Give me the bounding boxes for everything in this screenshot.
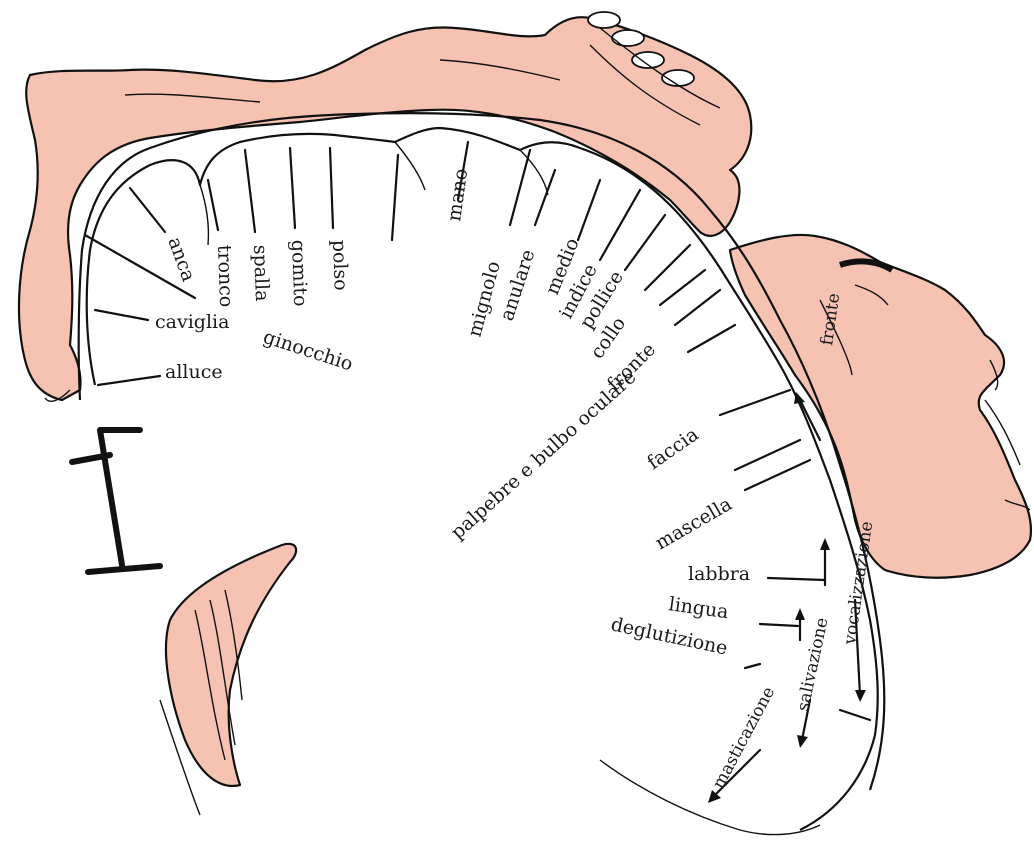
label-mignolo: mignolo xyxy=(464,259,505,340)
label-anulare: anulare xyxy=(496,247,540,324)
label-palpebre: palpebre e bulbo oculare xyxy=(447,366,641,544)
label-tronco: tronco xyxy=(213,244,237,307)
label-mano: mano xyxy=(443,167,472,223)
homunculus-face xyxy=(730,235,1031,578)
label-gomito: gomito xyxy=(287,239,311,307)
label-masticazione: masticazione xyxy=(709,684,779,793)
label-mascella: mascella xyxy=(652,493,736,554)
label-polso: polso xyxy=(328,239,352,291)
label-alluce: alluce xyxy=(165,361,223,383)
insula-slice xyxy=(160,544,296,815)
scale-bar-icon xyxy=(72,430,160,572)
label-anca: anca xyxy=(163,234,199,284)
label-labbra: labbra xyxy=(688,563,750,585)
label-lingua: lingua xyxy=(667,593,730,623)
label-spalla: spalla xyxy=(249,244,273,301)
label-faccia: faccia xyxy=(643,423,702,474)
face-shape xyxy=(730,235,1031,578)
label-caviglia: caviglia xyxy=(155,311,229,333)
label-ginocchio: ginocchio xyxy=(260,326,355,376)
